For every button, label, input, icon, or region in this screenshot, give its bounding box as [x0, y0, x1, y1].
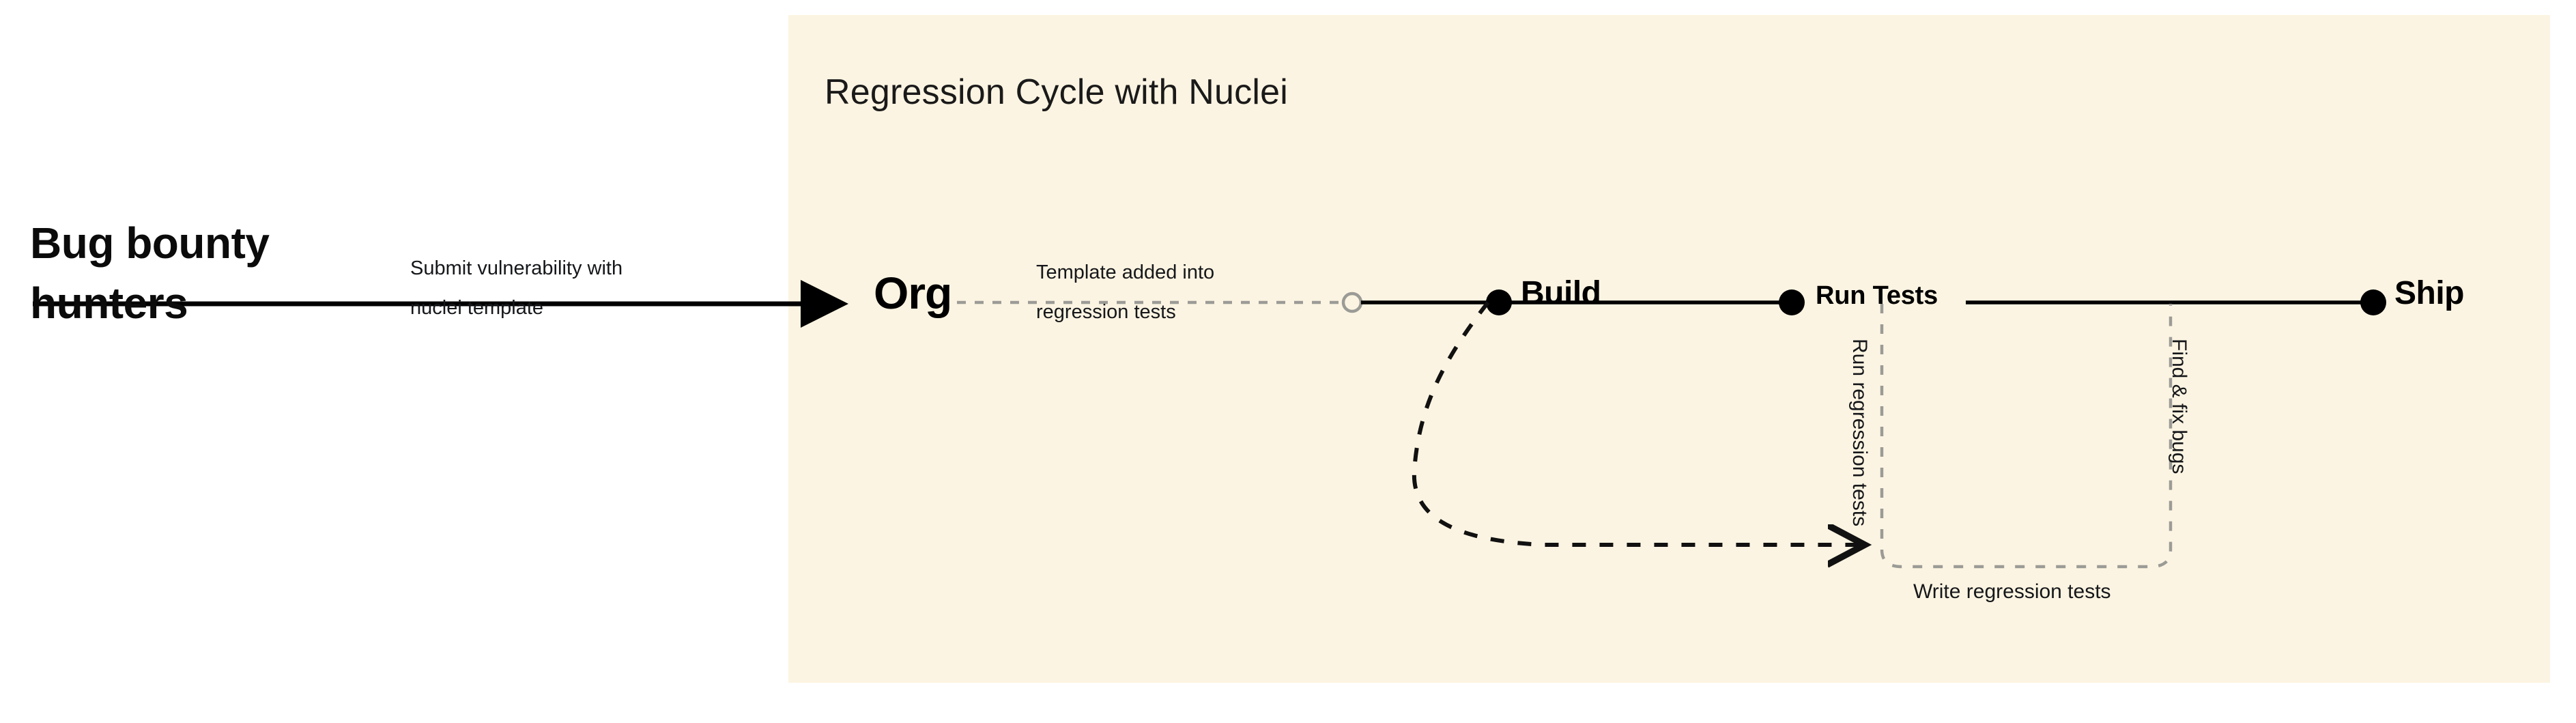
hero-line-2: hunters — [30, 279, 188, 328]
edge-label-template-line-1: Template added into — [1036, 261, 1215, 283]
edge-label-template-line-2: regression tests — [1036, 301, 1176, 323]
edge-run-regression-feedback — [1412, 301, 1861, 545]
edge-label-submit-line-2: nuclei template — [410, 297, 544, 319]
node-label-build: Build — [1521, 275, 1601, 311]
hero-line-1: Bug bounty — [30, 218, 270, 268]
node-label-ship: Ship — [2394, 275, 2465, 311]
node-label-run-tests: Run Tests — [1816, 281, 1938, 310]
node-marker-build — [1486, 289, 1512, 315]
node-label-org: Org — [874, 268, 952, 318]
regression-cycle-panel — [788, 15, 2550, 683]
edge-label-run-regression-tests: Run regression tests — [1848, 339, 1871, 527]
hero-text: Bug bounty hunters — [30, 213, 412, 334]
edge-label-find-and-fix-bugs: Find & fix bugs — [2168, 339, 2190, 474]
edge-label-template-added: Template added into regression tests — [1036, 253, 1357, 332]
node-marker-run-tests — [1779, 289, 1805, 315]
node-marker-ship — [2360, 289, 2386, 315]
bracket-label-write-regression-tests: Write regression tests — [1913, 580, 2111, 603]
edge-label-submit-vulnerability: Submit vulnerability with nuclei templat… — [410, 249, 765, 328]
page-title: Regression Cycle with Nuclei — [825, 72, 1288, 112]
bracket-write-regression-tests — [1880, 304, 2173, 569]
edge-label-submit-line-1: Submit vulnerability with — [410, 257, 623, 279]
